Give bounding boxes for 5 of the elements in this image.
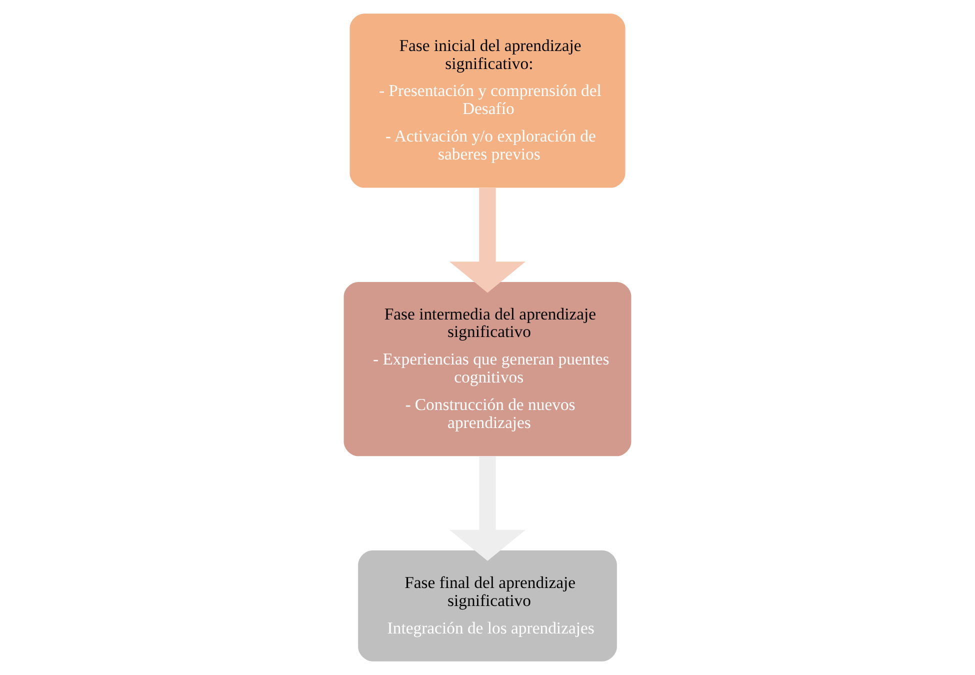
arrow [449,456,526,561]
node-box: Fase intermedia del aprendizaje significativo - Experiencias que generan puentes cognitivos - Construcción de nuevos aprendizajes [344,282,632,456]
node-box: Fase inicial del aprendizaje significativo: - Presentación y comprensión del Desafío - Activación y/o exploración de saberes previos [350,14,626,188]
arrow [449,188,526,293]
node-box: Fase final del aprendizaje significativo Integración de los aprendizajes [358,550,617,662]
